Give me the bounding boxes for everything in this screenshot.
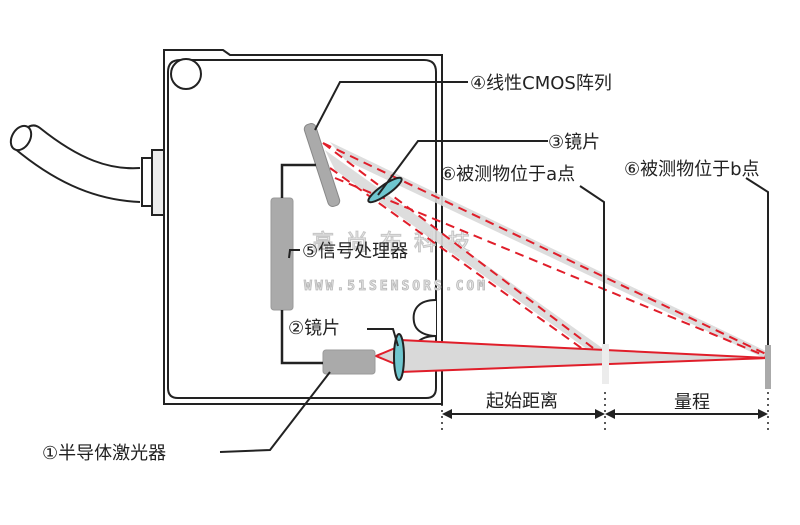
mounting-hole xyxy=(170,58,202,90)
emitted-beam xyxy=(373,339,769,373)
target-a xyxy=(602,344,609,384)
leader-lines xyxy=(219,81,769,453)
watermark-url: WWW.51SENSORS.COM xyxy=(304,279,488,294)
dimension-lines xyxy=(441,392,769,430)
label-start-distance: 起始距离 xyxy=(486,391,558,412)
wire-processor-laser xyxy=(280,310,323,365)
label-semiconductor-laser: ①半导体激光器 xyxy=(42,443,166,464)
label-object-a: ⑥被测物位于a点 xyxy=(440,164,575,185)
sensor-housing xyxy=(163,49,443,405)
label-range: 量程 xyxy=(674,392,710,413)
label-signal-processor: ⑤信号处理器 xyxy=(302,241,408,262)
label-object-b: ⑥被测物位于b点 xyxy=(624,159,760,180)
label-receive-lens: ③镜片 xyxy=(548,132,600,153)
semiconductor-laser xyxy=(322,349,376,375)
emit-lens xyxy=(393,333,405,381)
receive-lens xyxy=(367,176,403,204)
label-cmos-array: ④线性CMOS阵列 xyxy=(470,73,612,94)
target-b xyxy=(765,345,771,389)
cable xyxy=(9,124,165,216)
cmos-array xyxy=(303,123,341,207)
label-emit-lens: ②镜片 xyxy=(288,318,340,339)
wire-processor-cmos xyxy=(280,163,316,198)
